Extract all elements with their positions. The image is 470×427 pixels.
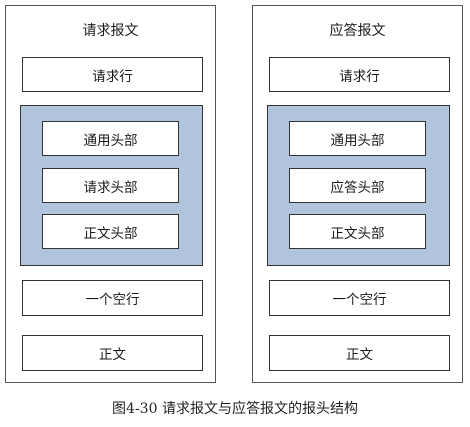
status-line-box: 请求行 [269, 57, 450, 92]
figure-caption: 图4-30 请求报文与应答报文的报头结构 [112, 401, 358, 417]
general-header-box: 通用头部 [42, 121, 179, 156]
request-headers-group: 通用头部 请求头部 正文头部 [20, 105, 203, 266]
general-header-box: 通用头部 [289, 121, 426, 156]
request-header-box: 请求头部 [42, 168, 179, 203]
response-message-title: 应答报文 [329, 23, 386, 39]
response-header-box: 应答头部 [289, 168, 426, 203]
entity-header-box: 正文头部 [42, 214, 179, 249]
body-box: 正文 [22, 335, 203, 371]
entity-header-box: 正文头部 [289, 214, 426, 249]
blank-line-box: 一个空行 [269, 280, 450, 316]
request-message-title: 请求报文 [82, 23, 139, 39]
request-line-box: 请求行 [22, 57, 203, 92]
response-message-panel: 应答报文 请求行 通用头部 应答头部 正文头部 一个空行 正文 [252, 5, 463, 383]
body-box: 正文 [269, 335, 450, 371]
response-headers-group: 通用头部 应答头部 正文头部 [267, 105, 450, 266]
request-message-panel: 请求报文 请求行 通用头部 请求头部 正文头部 一个空行 正文 [5, 5, 216, 383]
blank-line-box: 一个空行 [22, 280, 203, 316]
